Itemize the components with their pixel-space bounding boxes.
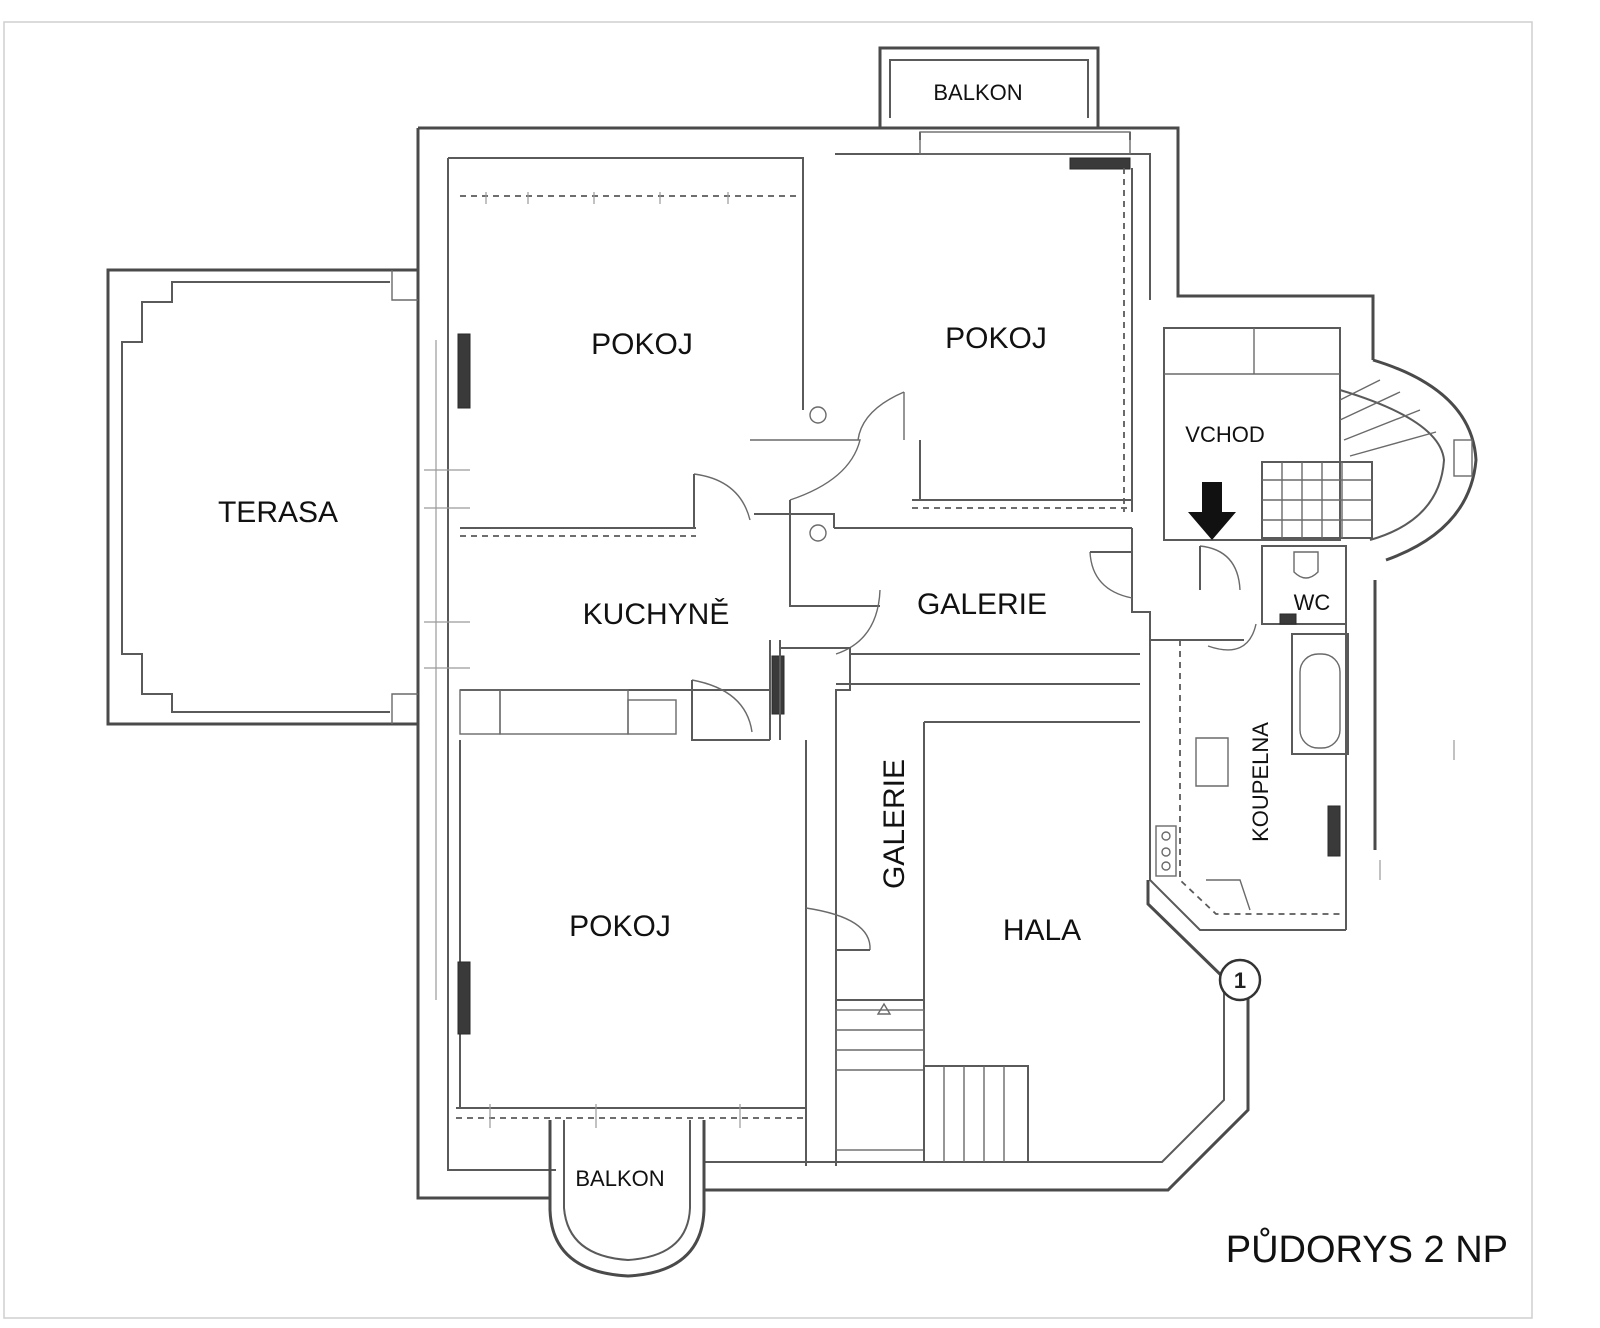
- room-kuchyne: [459, 534, 791, 741]
- label-koupelna: KOUPELNA: [1248, 722, 1273, 842]
- outer-walls: [416, 126, 1377, 1200]
- label-balkon-top: BALKON: [933, 80, 1022, 105]
- radiator-kitchen: [771, 655, 785, 715]
- label-galerie-horizontal: GALERIE: [917, 588, 1047, 621]
- marker-circle: [1218, 958, 1262, 1002]
- radiator-bottom-left: [457, 961, 471, 1035]
- label-wc: WC: [1294, 590, 1331, 615]
- construction-marks: [424, 192, 1455, 1128]
- galerie-horizontal: [836, 528, 1151, 685]
- label-terasa: TERASA: [218, 496, 338, 529]
- label-balkon-bottom: BALKON: [575, 1166, 664, 1191]
- balcony-top-outline: [878, 46, 1100, 128]
- room-pokoj-top-left: [457, 195, 800, 537]
- radiator-bathroom: [1327, 805, 1341, 857]
- image-frame: [3, 21, 1533, 1319]
- balcony-bottom-outline: [548, 1120, 706, 1278]
- plan-title: PŮDORYS 2 NP: [1226, 1226, 1508, 1271]
- room-koupelna: [1146, 620, 1349, 982]
- marker-number: 1: [1234, 968, 1246, 993]
- terrace-outline: [106, 268, 418, 726]
- label-galerie-vertical: GALERIE: [878, 759, 911, 889]
- room-pokoj-top-right: [809, 131, 1133, 512]
- door-swings-center: [693, 439, 1132, 1166]
- label-hala: HALA: [1003, 914, 1081, 947]
- room-wc: [1199, 545, 1347, 625]
- radiator-top-right: [1069, 157, 1131, 170]
- label-pokoj-top-left: POKOJ: [591, 328, 693, 361]
- entrance-arrow-icon: [1188, 482, 1236, 540]
- room-hala: [835, 721, 1140, 1163]
- label-kuchyne: KUCHYNĚ: [583, 598, 730, 631]
- room-pokoj-bottom: [456, 740, 871, 1166]
- radiator-top-left: [457, 333, 471, 409]
- label-vchod: VCHOD: [1185, 422, 1264, 447]
- label-pokoj-bottom: POKOJ: [569, 910, 671, 943]
- label-pokoj-top-right: POKOJ: [945, 322, 1047, 355]
- entrance-stair: [1163, 327, 1478, 562]
